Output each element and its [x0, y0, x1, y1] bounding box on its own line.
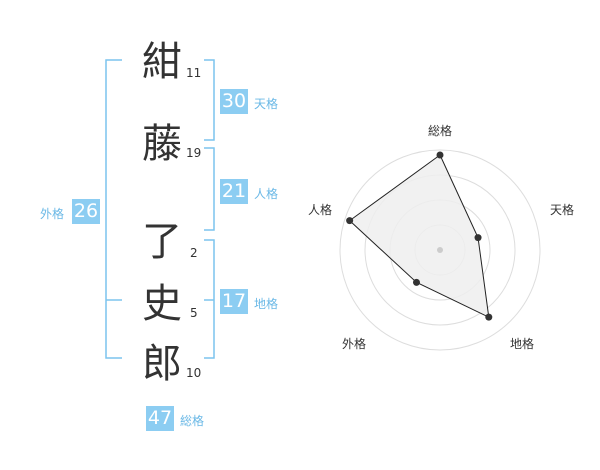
- gaikaku-label: 外格: [40, 207, 65, 221]
- radar-label-tenkaku: 天格: [550, 203, 575, 217]
- radar-label-gaikaku: 外格: [342, 337, 367, 351]
- name-char-4: 史: [142, 281, 182, 327]
- name-char-2: 藤: [142, 121, 182, 167]
- soukaku-label: 総格: [180, 414, 205, 428]
- chikaku-bracket: [204, 239, 215, 359]
- soukaku-value: 47: [146, 406, 174, 431]
- stroke-count-5: 10: [186, 366, 202, 380]
- name-char-3: 了: [142, 219, 182, 265]
- jinkaku-value: 21: [220, 179, 248, 204]
- gaikaku-value: 26: [72, 199, 100, 224]
- radar-label-soukaku: 総格: [428, 124, 453, 138]
- jinkaku-bracket: [204, 147, 215, 231]
- radar-area: [348, 154, 490, 319]
- tenkaku-bracket: [204, 59, 215, 141]
- tenkaku-value: 30: [220, 89, 248, 114]
- radar-point-4: [346, 217, 354, 225]
- jinkaku-label: 人格: [254, 187, 279, 201]
- radar-point-1: [474, 234, 482, 242]
- radar-point-3: [412, 278, 420, 286]
- stroke-count-1: 11: [186, 66, 202, 80]
- radar-label-chikaku: 地格: [510, 337, 535, 351]
- chikaku-label: 地格: [254, 297, 279, 311]
- stroke-count-3: 2: [190, 246, 198, 260]
- radar-center-dot: [437, 247, 443, 253]
- chikaku-value: 17: [220, 289, 248, 314]
- radar-point-0: [436, 151, 444, 159]
- gaikaku-bracket: [105, 59, 122, 359]
- radar-point-2: [485, 313, 493, 321]
- radar-ring-4: [339, 149, 541, 351]
- name-char-5: 郎: [142, 341, 182, 387]
- tenkaku-label: 天格: [254, 97, 279, 111]
- radar-label-jinkaku: 人格: [308, 203, 333, 217]
- stroke-count-2: 19: [186, 146, 202, 160]
- name-char-1: 紺: [142, 39, 182, 85]
- stroke-count-4: 5: [190, 306, 198, 320]
